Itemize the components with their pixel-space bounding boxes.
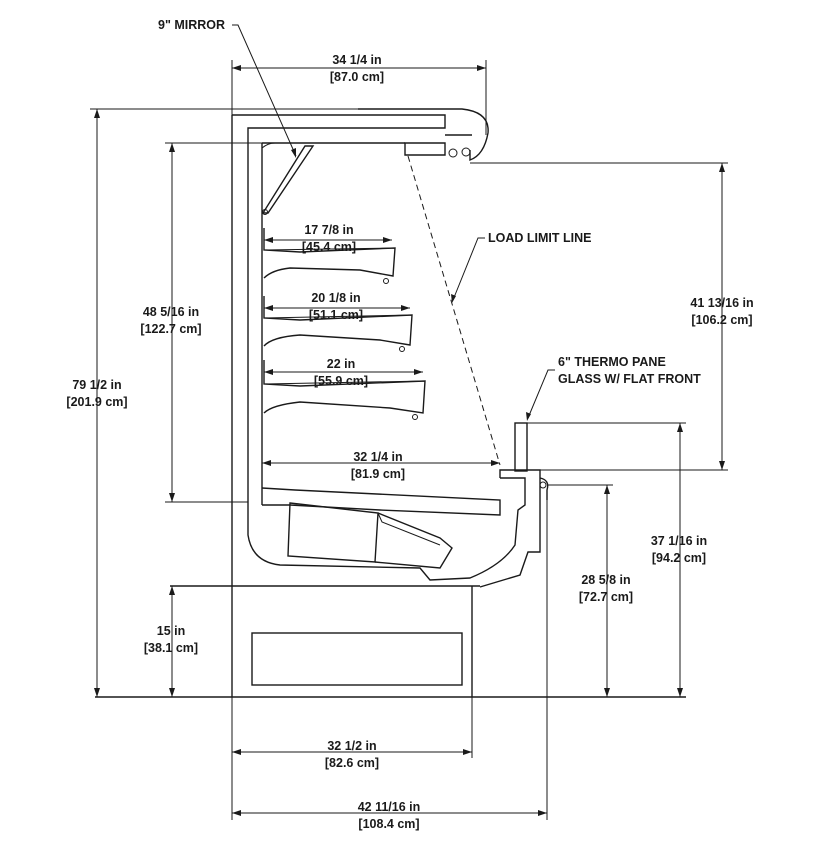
canopy-front-label: 41 13/16 in [106.2 cm] [690,296,753,327]
deck-well [247,477,526,581]
deck-label: 32 1/4 in [81.9 cm] [351,450,405,481]
shelf-1-metric: [45.4 cm] [302,240,356,254]
front-glass [479,422,549,588]
overall-depth-metric: [108.4 cm] [358,817,419,831]
overall-height-metric: [201.9 cm] [66,395,127,409]
canopy-front-metric: [106.2 cm] [691,313,752,327]
glass-callout-line2: GLASS W/ FLAT FRONT [558,372,701,386]
base-width-label: 32 1/2 in [82.6 cm] [325,739,379,770]
base-height-metric: [38.1 cm] [144,641,198,655]
shelf-1-label: 17 7/8 in [45.4 cm] [302,223,356,254]
shelf-2-metric: [51.1 cm] [309,308,363,322]
interior-height-imperial: 48 5/16 in [143,305,199,319]
bumper-height-imperial: 28 5/8 in [581,573,630,587]
front-height-label: 37 1/16 in [94.2 cm] [651,534,707,565]
canopy-front-imperial: 41 13/16 in [690,296,753,310]
shelf-1 [263,228,396,284]
shelf-2 [263,296,413,352]
interior-height-metric: [122.7 cm] [140,322,201,336]
load-limit-callout: LOAD LIMIT LINE [488,231,591,245]
top-width-imperial: 34 1/4 in [332,53,381,67]
shelf-1-imperial: 17 7/8 in [304,223,353,237]
deck-metric: [81.9 cm] [351,467,405,481]
overall-height-label: 79 1/2 in [201.9 cm] [66,378,127,409]
top-width-metric: [87.0 cm] [330,70,384,84]
shelf-2-label: 20 1/8 in [51.1 cm] [309,291,363,322]
mirror-callout: 9" MIRROR [158,18,225,32]
front-height-metric: [94.2 cm] [652,551,706,565]
shelf-2-imperial: 20 1/8 in [311,291,360,305]
case-base [170,585,480,697]
callout-leaders [232,24,555,421]
case-outline [231,108,489,586]
deck-imperial: 32 1/4 in [353,450,402,464]
dimension-lines [90,60,728,820]
shelf-3 [263,360,426,420]
bumper-height-label: 28 5/8 in [72.7 cm] [579,573,633,604]
base-width-imperial: 32 1/2 in [327,739,376,753]
mirror [261,145,315,215]
overall-depth-label: 42 11/16 in [108.4 cm] [358,800,421,831]
overall-height-imperial: 79 1/2 in [72,378,121,392]
shelf-3-imperial: 22 in [327,357,356,371]
base-height-label: 15 in [38.1 cm] [144,624,198,655]
base-width-metric: [82.6 cm] [325,756,379,770]
front-height-imperial: 37 1/16 in [651,534,707,548]
base-height-imperial: 15 in [157,624,186,638]
overall-depth-imperial: 42 11/16 in [358,800,421,814]
shelf-3-metric: [55.9 cm] [314,374,368,388]
glass-callout-line1: 6" THERMO PANE [558,355,666,369]
shelf-3-label: 22 in [55.9 cm] [314,357,368,388]
top-width-label: 34 1/4 in [87.0 cm] [330,53,384,84]
load-limit-line [407,155,501,466]
interior-height-label: 48 5/16 in [122.7 cm] [140,305,201,336]
bumper-height-metric: [72.7 cm] [579,590,633,604]
